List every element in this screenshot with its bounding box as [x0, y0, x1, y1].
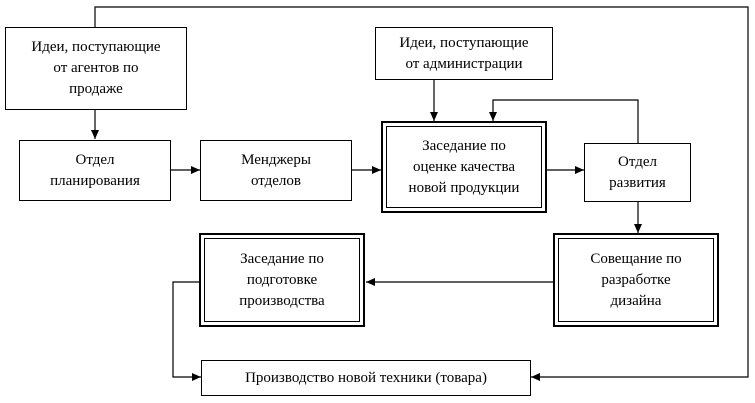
node-managers: Менджеры отделов [200, 140, 352, 201]
node-design-meeting: Совещание по разработке дизайна [553, 233, 719, 327]
node-planning: Отдел планирования [19, 140, 171, 201]
node-production-meeting: Заседание по подготовке производства [199, 233, 365, 327]
node-production: Производство новой техники (товара) [201, 360, 531, 396]
node-development: Отдел развития [584, 143, 691, 202]
edge-development-feedback-to-quality [489, 99, 639, 143]
node-admin-ideas: Идеи, поступающие от администрации [375, 27, 553, 80]
edge-production-meeting-to-production [172, 281, 201, 381]
edge-top-loop-to-production [94, 6, 749, 381]
node-quality-meeting: Заседание по оценке качества новой проду… [381, 121, 547, 213]
node-agents-ideas: Идеи, поступающие от агентов по продаже [5, 27, 187, 110]
